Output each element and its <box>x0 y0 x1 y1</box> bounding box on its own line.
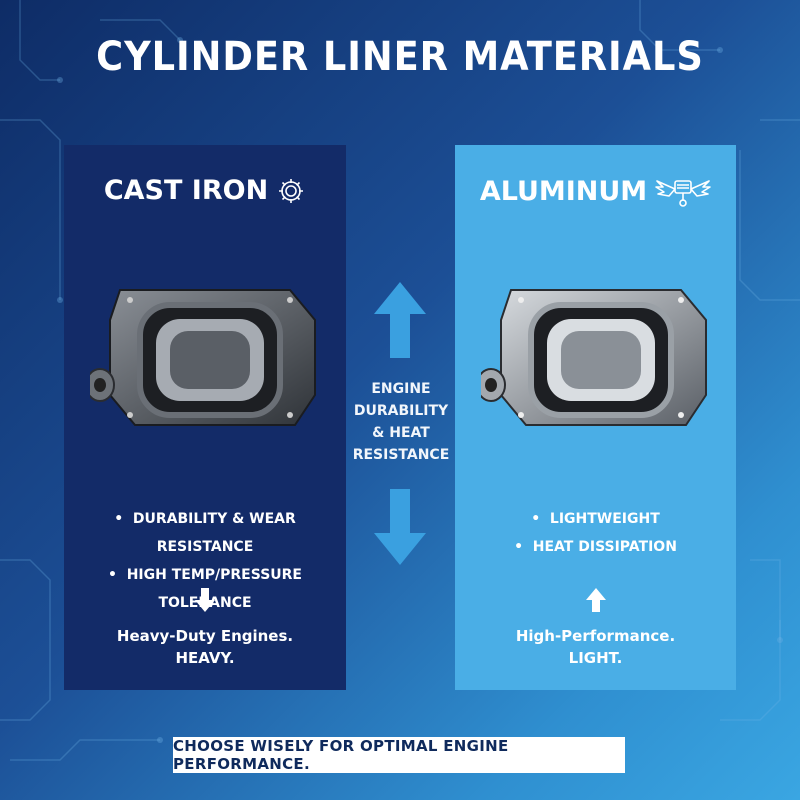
list-item: LIGHTWEIGHT <box>455 505 736 533</box>
cast-iron-bullet-list: DURABILITY & WEAR RESISTANCE HIGH TEMP/P… <box>64 505 346 617</box>
list-item: DURABILITY & WEAR RESISTANCE <box>64 505 346 561</box>
aluminum-outcome: High-Performance. LIGHT. <box>455 625 736 669</box>
aluminum-outcome-line2: LIGHT. <box>568 649 623 667</box>
list-item: HEAT DISSIPATION <box>455 533 736 561</box>
aluminum-outcome-line1: High-Performance. <box>515 627 676 645</box>
middle-label-line2: DURABILITY <box>353 403 449 419</box>
aluminum-heading-row: ALUMINUM <box>455 175 736 207</box>
middle-label: ENGINE DURABILITY & HEAT RESISTANCE <box>347 378 455 466</box>
aluminum-panel: ALUMINUM LIGHTWEIGHT <box>455 145 736 690</box>
up-arrow-icon <box>585 588 606 612</box>
up-arrow-icon <box>374 282 426 358</box>
cast-iron-outcome-line1: Heavy-Duty Engines. <box>116 627 294 645</box>
middle-label-line3: & HEAT <box>372 425 430 441</box>
aluminum-heading: ALUMINUM <box>479 175 648 207</box>
gear-icon <box>279 178 304 203</box>
aluminum-liner-image <box>481 289 707 426</box>
page-title: CYLINDER LINER MATERIALS <box>96 34 704 80</box>
cast-iron-liner-image <box>90 289 316 426</box>
footer-banner: CHOOSE WISELY FOR OPTIMAL ENGINE PERFORM… <box>173 737 625 773</box>
cast-iron-heading-row: CAST IRON <box>64 175 346 206</box>
down-arrow-icon <box>374 489 426 565</box>
winged-piston-icon <box>655 180 711 207</box>
middle-label-line4: RESISTANCE <box>352 447 450 463</box>
cast-iron-outcome-line2: HEAVY. <box>175 649 235 667</box>
aluminum-bullet-list: LIGHTWEIGHT HEAT DISSIPATION <box>455 505 736 561</box>
cast-iron-outcome: Heavy-Duty Engines. HEAVY. <box>64 625 346 669</box>
footer-text: CHOOSE WISELY FOR OPTIMAL ENGINE PERFORM… <box>173 737 509 773</box>
middle-label-line1: ENGINE <box>371 381 431 397</box>
down-arrow-icon <box>195 588 215 612</box>
cast-iron-panel: CAST IRON DURABILITY & WEAR RESISTANCE H… <box>64 145 346 690</box>
cast-iron-heading: CAST IRON <box>103 175 269 206</box>
